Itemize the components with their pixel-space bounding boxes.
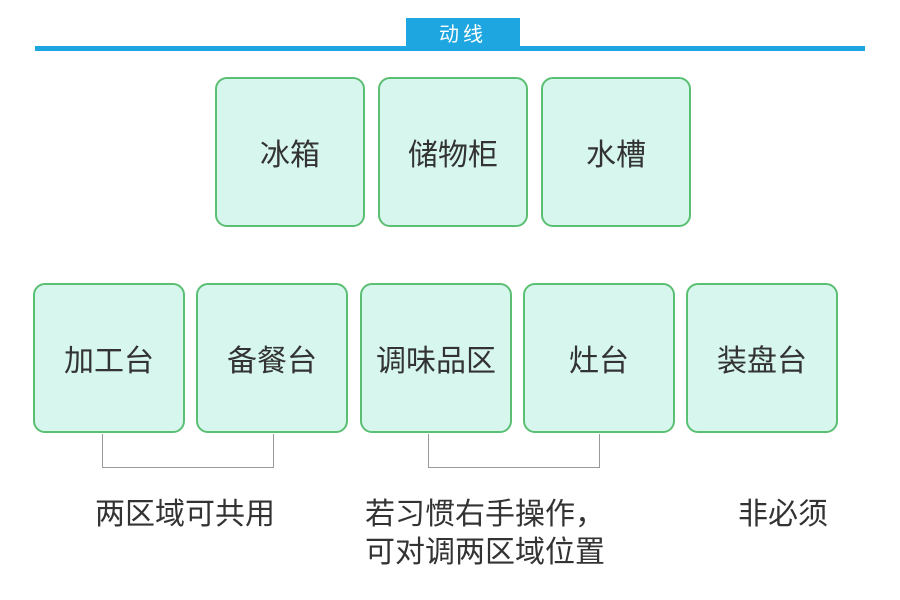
note-swap-line1: 若习惯右手操作， bbox=[365, 497, 605, 532]
box-storage-cabinet: 储物柜 bbox=[378, 77, 528, 227]
box-sink: 水槽 bbox=[541, 77, 691, 227]
bracket-swap bbox=[428, 434, 600, 468]
note-swap-line2: 可对调两区域位置 bbox=[365, 535, 605, 570]
box-plating-counter: 装盘台 bbox=[686, 283, 838, 433]
box-prep-counter: 加工台 bbox=[33, 283, 185, 433]
note-optional: 非必须 bbox=[738, 497, 828, 532]
box-seasoning-area: 调味品区 bbox=[360, 283, 512, 433]
box-serving-counter: 备餐台 bbox=[196, 283, 348, 433]
box-fridge: 冰箱 bbox=[215, 77, 365, 227]
box-stove: 灶台 bbox=[523, 283, 675, 433]
header-title-tag: 动线 bbox=[406, 18, 520, 50]
bracket-shared bbox=[102, 434, 274, 468]
note-shared: 两区域可共用 bbox=[95, 497, 275, 532]
